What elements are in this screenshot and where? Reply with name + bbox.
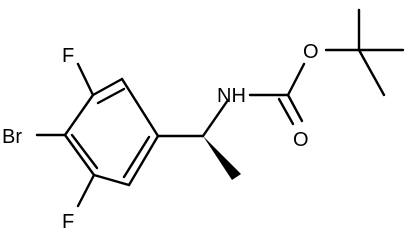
atom-label-fluorine-bottom: F — [62, 211, 74, 233]
atom-label-fluorine-top: F — [62, 45, 74, 67]
bond-carbonyl-C-O — [286, 62, 306, 97]
ring-double-bond — [122, 135, 151, 179]
ring-double-bond — [96, 87, 126, 105]
bond-carbonyl-double-O — [286, 93, 304, 123]
atom-label-nitrogen: NH — [217, 85, 246, 107]
ring-bond — [63, 93, 95, 137]
ring-bond — [120, 77, 160, 138]
benzene-ring — [63, 77, 160, 187]
bond-ring-F-top — [76, 62, 95, 97]
ring-bond — [92, 173, 131, 187]
atom-label-bromine: Br — [2, 126, 22, 148]
ring-double-bond — [70, 133, 99, 170]
atom-label-oxygen-ester: O — [303, 41, 319, 63]
ring-bond — [91, 77, 124, 97]
atom-label-oxygen-carbonyl: O — [293, 129, 309, 151]
wedge-bond — [203, 136, 241, 180]
bond-carbonyl-double-O — [277, 97, 295, 126]
ring-bond — [127, 134, 160, 187]
bond-chiral-C-N — [201, 98, 230, 138]
bond-tBu-methyl — [357, 48, 386, 97]
ring-bond — [63, 133, 96, 177]
bond-ring-F-bottom — [76, 173, 96, 208]
